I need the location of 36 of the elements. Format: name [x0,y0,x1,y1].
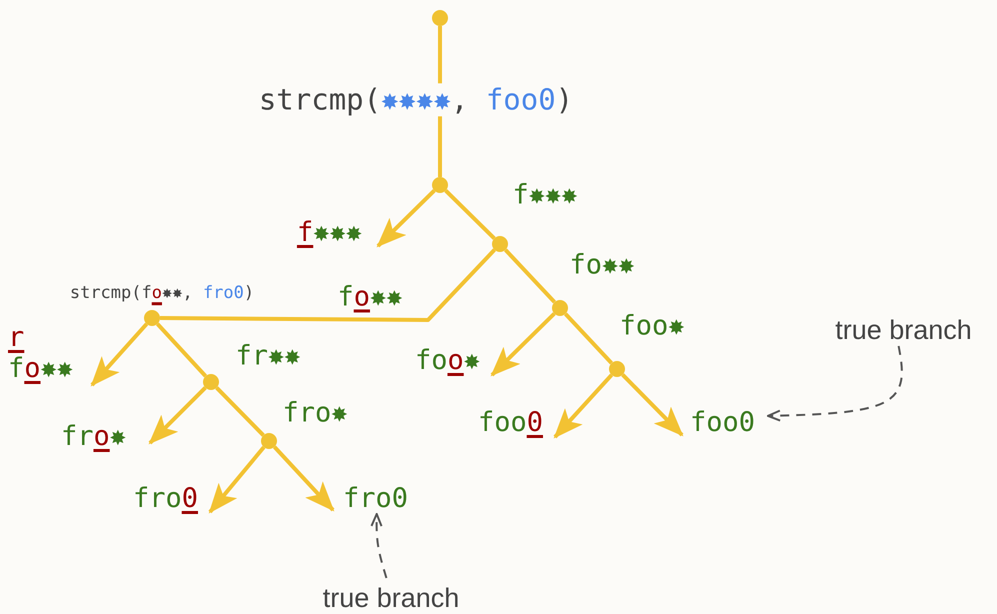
branch-dot [492,236,508,252]
string-text: fro0 [343,482,408,514]
string-text: f✸✸✸ [296,216,362,248]
branch-line [215,386,265,437]
branch-dot [261,433,277,449]
branch-arrow [554,374,614,438]
string-text: foo✸ [414,344,480,376]
branch-arrow [208,446,266,514]
annotation-text: true branch [835,315,972,346]
branch-arrow [621,373,684,436]
branch-arrow [490,312,556,376]
annotation-text: true branch [322,583,460,614]
string-text: foo0 [478,406,543,438]
branch-line [504,248,556,304]
branch-line [156,322,208,378]
string-text: fro0 [132,482,198,514]
branch-arrow [272,446,334,512]
branch-line [564,312,613,365]
branch-line [160,248,496,322]
call-text: strcmp(fo✸✸, fro0) [68,284,256,304]
branch-arrow [148,386,207,444]
pointer-arrow [370,513,388,578]
pointer-arrow [767,346,903,422]
branch-arrow [376,189,436,248]
branch-dot [203,374,219,390]
branch-dot [552,300,568,316]
branch-arrow [90,322,148,386]
string-text: fo✸✸ [8,352,74,384]
branch-dot [432,177,448,193]
string-text: r [8,322,24,353]
string-text: foo0 [690,406,756,438]
branch-dot [609,361,625,377]
branch-dot [144,310,160,326]
branch-dot [432,10,448,26]
branch-line [444,189,496,240]
string-text: fro✸ [60,420,126,452]
